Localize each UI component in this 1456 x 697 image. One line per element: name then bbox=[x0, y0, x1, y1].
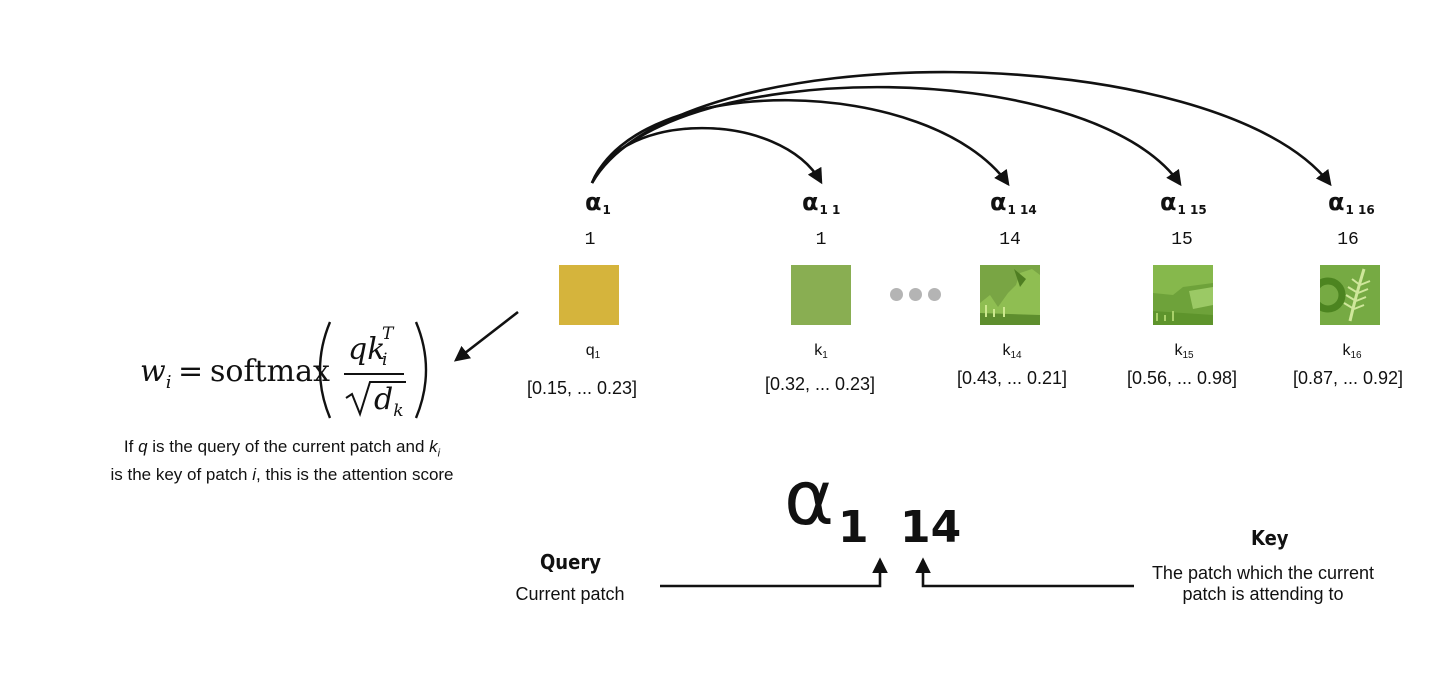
ellipsis-dots bbox=[890, 288, 942, 302]
alpha-key-16-label: α1 16 bbox=[1328, 188, 1375, 217]
query-desc: Current patch bbox=[515, 584, 625, 604]
key-16-patch bbox=[1320, 265, 1380, 325]
key-pointer bbox=[915, 557, 1134, 588]
key-16-label: k16 bbox=[1342, 342, 1362, 361]
ellipsis-dot bbox=[928, 288, 941, 301]
attention-arc-k1 bbox=[590, 126, 823, 185]
notation-alpha: α bbox=[784, 453, 835, 542]
formula-num-sup: T bbox=[382, 324, 394, 344]
key-15-patch bbox=[1153, 265, 1213, 325]
caption-line-2: is the key of patch i, this is the atten… bbox=[110, 465, 454, 485]
alpha-key-14-label: α1 14 bbox=[990, 188, 1037, 217]
key-desc: The patch which the current patch is att… bbox=[1136, 563, 1390, 605]
key-16-vector: [0.87, ... 0.92] bbox=[1292, 368, 1404, 388]
notation-key-index: 14 bbox=[900, 502, 962, 553]
key-1-vector: [0.32, ... 0.23] bbox=[764, 374, 876, 394]
key-14-patch-texture bbox=[980, 269, 1040, 325]
ellipsis-dot bbox=[909, 288, 922, 301]
query-title: Query bbox=[540, 550, 601, 574]
key-16-patch-texture bbox=[1320, 268, 1371, 322]
key-desc-line-1: The patch which the current bbox=[1151, 563, 1375, 583]
alpha-key-15-label: α1 15 bbox=[1160, 188, 1207, 217]
alpha-key-1-label: α1 1 bbox=[802, 188, 841, 217]
query-pointer bbox=[660, 557, 888, 588]
key-15-index: 15 bbox=[1171, 230, 1193, 250]
query-index: 1 bbox=[584, 230, 596, 250]
attention-arc-k14 bbox=[590, 98, 1010, 187]
ellipsis-dot bbox=[890, 288, 903, 301]
formula-parens bbox=[318, 321, 428, 419]
query-label: q1 bbox=[585, 342, 601, 361]
formula-equals: = bbox=[178, 354, 204, 389]
formula-func: softmax bbox=[210, 354, 330, 389]
alpha-query-label: α1 bbox=[585, 188, 611, 217]
formula-lhs: wi bbox=[140, 354, 172, 393]
key-15-label: k15 bbox=[1174, 342, 1194, 361]
key-16-index: 16 bbox=[1337, 230, 1359, 250]
caption-line-1: If q is the query of the current patch a… bbox=[123, 437, 441, 460]
formula-denominator: dk bbox=[374, 382, 404, 421]
key-desc-line-2: patch is attending to bbox=[1182, 584, 1344, 604]
key-1-label: k1 bbox=[814, 342, 828, 361]
key-14-index: 14 bbox=[999, 230, 1021, 250]
attention-arc-k15 bbox=[590, 85, 1182, 187]
key-1-index: 1 bbox=[815, 230, 827, 250]
key-14-vector: [0.43, ... 0.21] bbox=[956, 368, 1068, 388]
formula-arrow bbox=[453, 310, 519, 362]
formula-num-sub: i bbox=[382, 350, 388, 370]
key-14-label: k14 bbox=[1002, 342, 1022, 361]
query-patch bbox=[559, 265, 619, 325]
attention-arc-k16 bbox=[590, 70, 1332, 187]
formula-caption: If q is the query of the current patch a… bbox=[72, 436, 492, 485]
key-title: Key bbox=[1251, 526, 1289, 550]
query-vector: [0.15, ... 0.23] bbox=[526, 378, 638, 398]
key-15-patch-texture bbox=[1153, 265, 1213, 325]
key-1-patch bbox=[791, 265, 851, 325]
notation-query-index: 1 bbox=[838, 502, 869, 553]
key-14-patch bbox=[980, 265, 1040, 325]
key-15-vector: [0.56, ... 0.98] bbox=[1126, 368, 1238, 388]
